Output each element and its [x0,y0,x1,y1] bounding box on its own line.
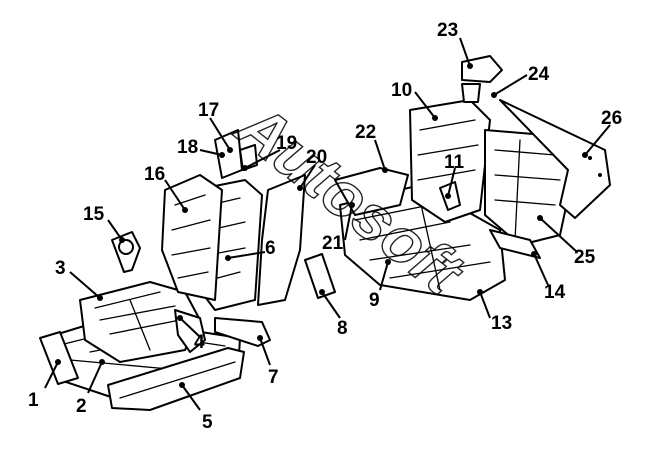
seatback-cover [161,174,223,301]
callout-14: 14 [544,282,566,303]
callout-25: 25 [574,247,596,268]
callout-10: 10 [391,80,412,101]
callout-24: 24 [528,64,550,85]
front-trim-panel [39,331,79,385]
leader-lines [44,37,611,411]
callout-22: 22 [355,122,376,143]
callout-8: 8 [337,318,348,339]
callout-3: 3 [55,258,66,279]
callout-19: 19 [276,133,297,154]
callout-20: 20 [306,147,327,168]
hinge [489,229,541,259]
callout-labels: 1 2 3 4 5 6 7 8 9 10 11 13 14 15 16 17 1… [28,20,622,433]
callout-5: 5 [202,412,213,433]
callout-17: 17 [198,100,219,121]
callout-6: 6 [265,238,276,259]
callout-1: 1 [28,390,39,411]
callout-4: 4 [194,332,205,353]
rear-backrest-cover [409,99,491,223]
recliner-knob [111,231,141,273]
rear-headrest [461,55,503,103]
callout-15: 15 [83,204,105,225]
callout-13: 13 [491,313,512,334]
mounting-bracket [304,253,336,299]
back-panel [257,174,306,306]
rear-back-plate [499,99,611,219]
callout-9: 9 [369,290,380,311]
callout-2: 2 [76,396,87,417]
callout-16: 16 [144,164,165,185]
leader-dots [55,63,588,388]
callout-18: 18 [177,137,198,158]
side-cover [107,347,245,411]
callout-7: 7 [268,367,279,388]
callout-23: 23 [437,20,458,41]
callout-11: 11 [444,152,465,173]
callout-26: 26 [601,108,622,129]
recliner-rail [214,317,271,347]
callout-21: 21 [322,233,344,254]
